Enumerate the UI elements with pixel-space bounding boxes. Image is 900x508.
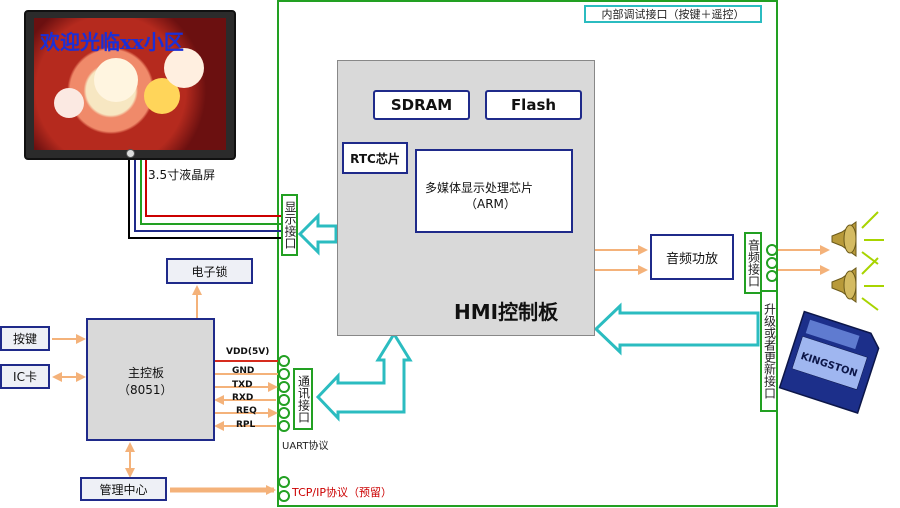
- upgrade-interface-label: 升级或者更新接口: [762, 303, 777, 399]
- sd-card-icon: KINGSTON: [778, 310, 880, 414]
- hmi-board-title: HMI控制板: [454, 300, 559, 324]
- ic-card-label: IC卡: [13, 370, 37, 384]
- main-board-subtitle: （8051）: [118, 383, 173, 397]
- sdram-chip: SDRAM: [373, 90, 470, 120]
- keys-label: 按键: [12, 332, 37, 346]
- upgrade-interface: 升级或者更新接口: [760, 290, 778, 412]
- tcpip-pins: [278, 476, 290, 502]
- management-center-label: 管理中心: [99, 482, 148, 497]
- lcd-power-button-icon: [126, 149, 135, 158]
- sdram-label: SDRAM: [390, 96, 453, 114]
- rtc-label: RTC芯片: [350, 151, 400, 166]
- display-interface: 显示接口: [281, 194, 298, 256]
- speaker-icon-1: [831, 211, 884, 265]
- pin-label-vdd: VDD(5V): [226, 347, 270, 357]
- audio-interface: 音频接口: [744, 232, 762, 294]
- tcpip-protocol-label: TCP/IP协议（预留）: [292, 486, 392, 499]
- comm-data-arrow: [315, 331, 413, 422]
- lcd-screen-title: 欢迎光临xx小区: [40, 30, 184, 54]
- lcd-cable: [128, 158, 282, 239]
- main-control-board: 主控板 （8051）: [86, 318, 215, 441]
- debug-port-label-box: 内部调试接口（按键＋遥控）: [584, 5, 762, 23]
- main-board-title: 主控板: [128, 366, 165, 380]
- uart-protocol-label: UART协议: [282, 441, 329, 452]
- speaker-icon-2: [831, 257, 884, 311]
- electronic-lock: 电子锁: [166, 258, 253, 284]
- rtc-chip: RTC芯片: [342, 142, 408, 174]
- flash-chip: Flash: [485, 90, 582, 120]
- pin-label-gnd: GND: [232, 366, 255, 376]
- pin-label-txd: TXD: [232, 380, 253, 390]
- management-center: 管理中心: [80, 477, 167, 501]
- ic-card-box: IC卡: [0, 364, 50, 389]
- keys-box: 按键: [0, 326, 50, 351]
- arm-processor: 多媒体显示处理芯片 （ARM）: [415, 149, 573, 233]
- audio-pins: [766, 244, 778, 282]
- comm-pins: [278, 355, 290, 432]
- processor-label-line1: 多媒体显示处理芯片: [425, 181, 534, 195]
- pin-label-rxd: RXD: [232, 393, 254, 403]
- audio-amplifier: 音频功放: [650, 234, 734, 280]
- debug-port-label: 内部调试接口（按键＋遥控）: [601, 8, 745, 21]
- flash-label: Flash: [510, 96, 557, 114]
- lcd-screen: 欢迎光临xx小区: [24, 10, 236, 160]
- processor-label-line2: （ARM）: [465, 197, 516, 211]
- audio-interface-label: 音频接口: [746, 239, 761, 287]
- pin-label-req: REQ: [236, 406, 257, 416]
- hmi-outer-frame: [277, 0, 778, 507]
- orange-arrows: [52, 245, 830, 495]
- upgrade-data-arrow: [593, 302, 760, 356]
- pin-label-rpl: RPL: [236, 420, 256, 430]
- display-data-arrow: [297, 212, 338, 256]
- lcd-display-image: [34, 18, 226, 150]
- comm-interface-label: 通讯接口: [296, 375, 311, 423]
- electronic-lock-label: 电子锁: [191, 264, 228, 279]
- display-interface-label: 显示接口: [283, 201, 297, 249]
- audio-amp-label: 音频功放: [665, 251, 718, 267]
- lcd-caption: 3.5寸液晶屏: [148, 168, 216, 182]
- comm-interface: 通讯接口: [293, 368, 313, 430]
